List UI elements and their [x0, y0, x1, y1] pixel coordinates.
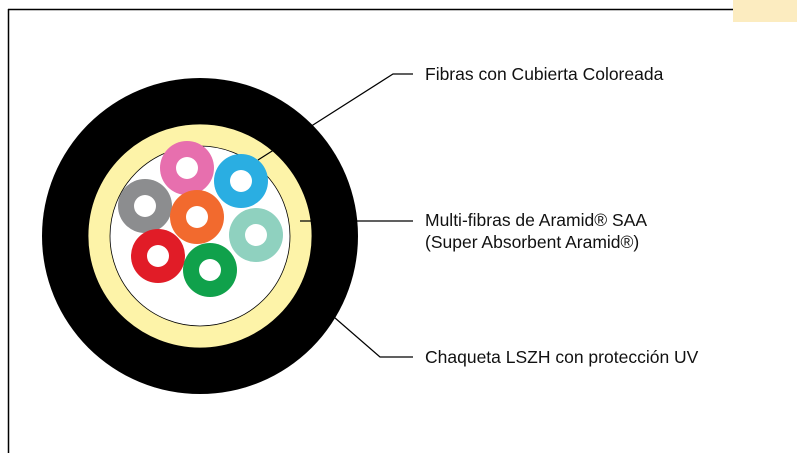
fiber-green: [183, 243, 237, 297]
label-colored-fibers: Fibras con Cubierta Coloreada: [425, 63, 663, 85]
fiber-pink: [160, 141, 214, 195]
label-aramid-line-1: Multi-fibras de Aramid® SAA: [425, 210, 647, 230]
corner-tab: [733, 0, 797, 22]
fiber-orange: [170, 190, 224, 244]
fiber-blue: [214, 154, 268, 208]
label-aramid-yarn: Multi-fibras de Aramid® SAA (Super Absor…: [425, 209, 647, 253]
label-lszh-jacket-text: Chaqueta LSZH con protección UV: [425, 347, 699, 367]
fiber-mint: [229, 208, 283, 262]
label-aramid-line-2: (Super Absorbent Aramid®): [425, 232, 640, 252]
label-colored-fibers-text: Fibras con Cubierta Coloreada: [425, 64, 664, 84]
leader-line-jacket: [311, 297, 413, 358]
label-lszh-jacket: Chaqueta LSZH con protección UV: [425, 346, 698, 368]
fiber-gray: [118, 179, 172, 233]
leader-line-fibers: [257, 73, 413, 161]
fiber-red: [131, 229, 185, 283]
